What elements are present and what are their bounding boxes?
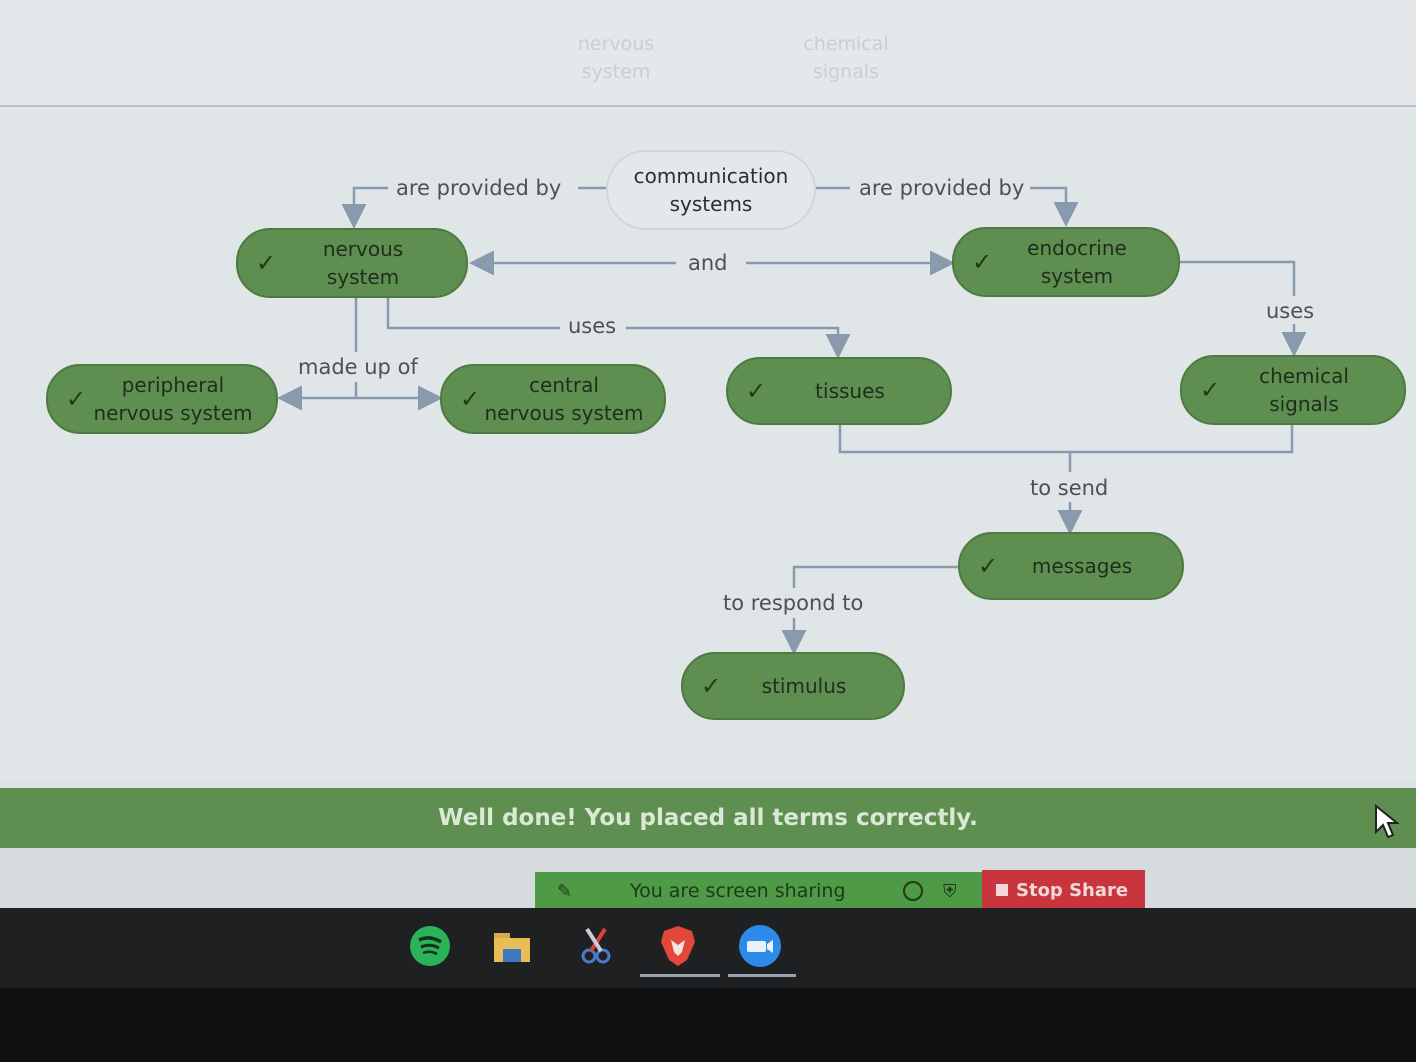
- feedback-message: Well done! You placed all terms correctl…: [438, 805, 978, 831]
- snipping-tool-icon[interactable]: [574, 924, 618, 968]
- node-nervous-system[interactable]: ✓ nervous system: [236, 228, 468, 298]
- concept-map-connectors: [277, 186, 1307, 655]
- check-icon: ✓: [256, 249, 277, 277]
- node-label: endocrine system: [1027, 236, 1127, 288]
- word-bank-term-nervous-system: nervous system: [577, 33, 655, 83]
- connector-uses-tissues-b: [626, 326, 851, 359]
- taskbar-active-indicator: [728, 974, 796, 977]
- file-explorer-icon[interactable]: [490, 924, 534, 968]
- node-tissues[interactable]: ✓ tissues: [726, 357, 952, 425]
- feedback-banner: Well done! You placed all terms correctl…: [0, 788, 1416, 848]
- edge-label-uses-chemical: uses: [1262, 298, 1319, 324]
- stop-icon: [996, 884, 1008, 896]
- node-peripheral-nervous-system[interactable]: ✓ peripheral nervous system: [46, 364, 278, 434]
- connector-respond-a: [792, 565, 958, 588]
- check-icon: ✓: [746, 377, 767, 405]
- connector-to-send-join: [838, 424, 1294, 454]
- node-messages[interactable]: ✓ messages: [958, 532, 1184, 600]
- connector-uses-chemical-a: [1180, 260, 1296, 296]
- node-stimulus[interactable]: ✓ stimulus: [681, 652, 905, 720]
- root-node-communication-systems: communication systems: [606, 150, 816, 230]
- edge-label-uses-tissues: uses: [564, 313, 621, 339]
- edge-label-to-respond-to: to respond to: [719, 590, 868, 616]
- zoom-icon[interactable]: [738, 924, 782, 968]
- word-bank: nervous system chemical signals: [0, 0, 1416, 107]
- connector-provided-left: [341, 186, 388, 229]
- connector-provided-right: [1030, 186, 1079, 227]
- node-label: stimulus: [761, 674, 847, 698]
- check-icon: ✓: [66, 385, 87, 413]
- check-icon: ✓: [978, 552, 999, 580]
- node-chemical-signals[interactable]: ✓ chemical signals: [1180, 355, 1406, 425]
- connector-uses-tissues-a: [386, 298, 560, 330]
- node-endocrine-system[interactable]: ✓ endocrine system: [952, 227, 1180, 297]
- node-label: tissues: [815, 379, 885, 403]
- mouse-cursor-icon: [1375, 804, 1400, 839]
- spotify-icon[interactable]: [408, 924, 452, 968]
- stop-share-button[interactable]: Stop Share: [982, 870, 1145, 910]
- screen-sharing-bar[interactable]: ✎ You are screen sharing ⛨: [535, 872, 982, 910]
- check-icon: ✓: [1200, 376, 1221, 404]
- monitor-bezel: [0, 988, 1416, 1062]
- word-bank-term-chemical-signals: chemical signals: [803, 33, 889, 83]
- node-label: nervous system: [322, 237, 404, 289]
- check-icon: ✓: [701, 672, 722, 700]
- security-shield-icon[interactable]: ⛨: [943, 880, 957, 902]
- node-label: peripheral nervous system: [93, 373, 253, 425]
- node-label: messages: [1031, 554, 1133, 578]
- edge-label-and: and: [684, 250, 732, 276]
- pause-share-icon[interactable]: [903, 881, 923, 901]
- check-icon: ✓: [972, 248, 993, 276]
- edge-label-made-up-of: made up of: [294, 354, 422, 380]
- edge-label-to-send: to send: [1026, 475, 1113, 501]
- drag-handle-icon[interactable]: ✎: [557, 880, 573, 902]
- check-icon: ✓: [460, 385, 481, 413]
- brave-browser-icon[interactable]: [656, 924, 700, 968]
- node-central-nervous-system[interactable]: ✓ central nervous system: [440, 364, 666, 434]
- edge-label-are-provided-by-right: are provided by: [855, 175, 1029, 201]
- screen-sharing-status: You are screen sharing: [630, 880, 846, 902]
- edge-label-are-provided-by-left: are provided by: [392, 175, 566, 201]
- node-label: central nervous system: [484, 373, 644, 425]
- taskbar-active-indicator: [640, 974, 720, 977]
- stop-share-label: Stop Share: [1016, 879, 1129, 901]
- node-label: chemical signals: [1259, 364, 1349, 416]
